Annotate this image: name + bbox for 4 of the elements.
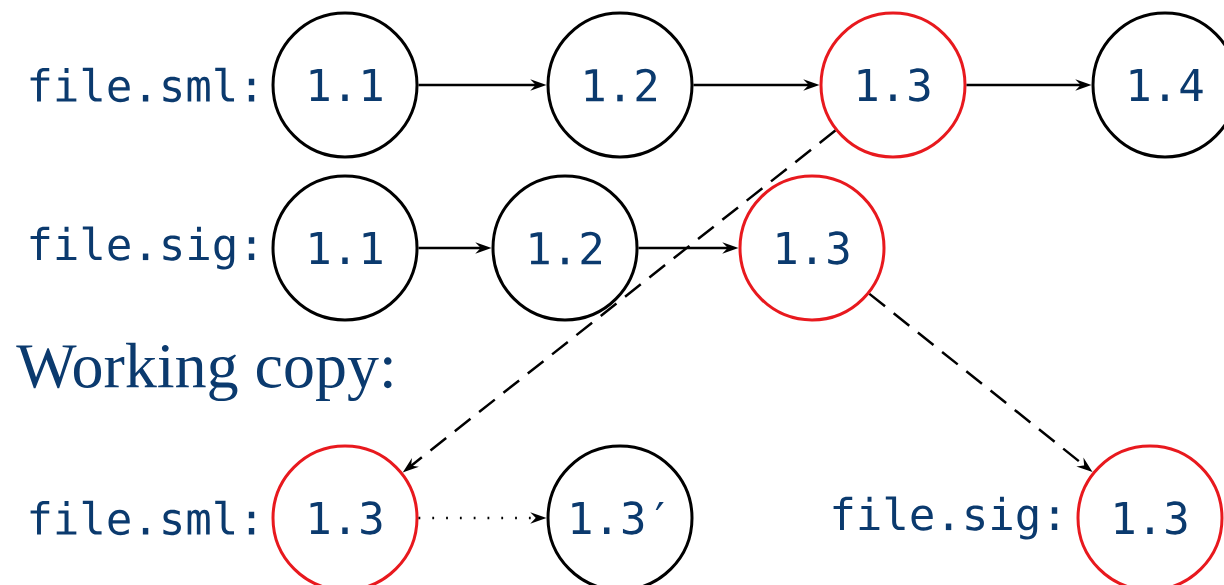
section-heading: Working copy: <box>16 342 392 402</box>
file-label: file.sig: <box>833 496 1058 540</box>
file-label: file.sig: <box>30 226 255 270</box>
file-label: file.sml: <box>30 67 255 103</box>
